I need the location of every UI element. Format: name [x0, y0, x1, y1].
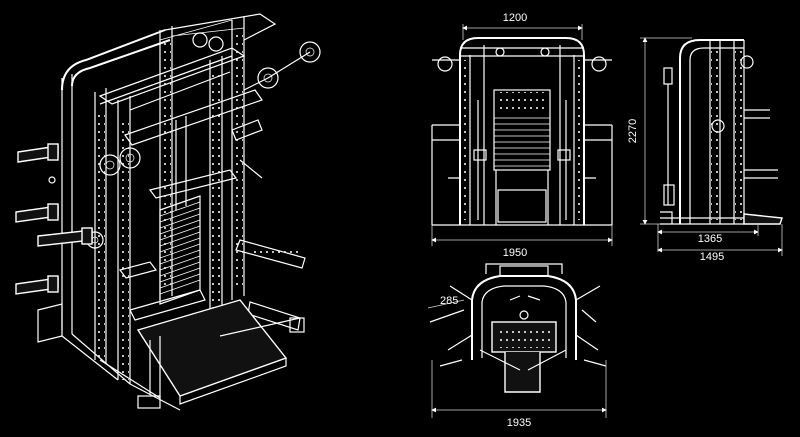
dim-side-depth-outer: 1495 [657, 224, 783, 263]
front-view: 1200 1950 [431, 12, 613, 259]
dim-top-width: 1935 [431, 360, 607, 429]
top-frame [61, 13, 277, 146]
safety-arms [118, 119, 306, 333]
dim-side-height: 2270 [627, 37, 692, 225]
dim-front-top: 1200 [462, 12, 583, 40]
dim-top-arm-label: 285 [440, 295, 458, 307]
dim-top-arm: 285 [427, 295, 465, 309]
base [37, 303, 301, 411]
dim-side-height-label: 2270 [627, 119, 639, 143]
bench [129, 289, 288, 409]
dim-front-bottom-label: 1950 [503, 247, 527, 259]
weight-pegs [15, 143, 93, 295]
isometric-view [15, 13, 321, 411]
dim-side-depth-inner: 1365 [657, 224, 759, 252]
top-view: 285 1935 [427, 263, 607, 429]
dim-side-depth-inner-label: 1365 [698, 233, 722, 245]
dim-side-depth-outer-label: 1495 [700, 251, 724, 263]
dim-front-top-label: 1200 [503, 12, 527, 24]
side-view: 2270 1365 1495 [627, 37, 783, 263]
dim-front-bottom: 1950 [431, 225, 613, 259]
dim-top-width-label: 1935 [507, 417, 531, 429]
